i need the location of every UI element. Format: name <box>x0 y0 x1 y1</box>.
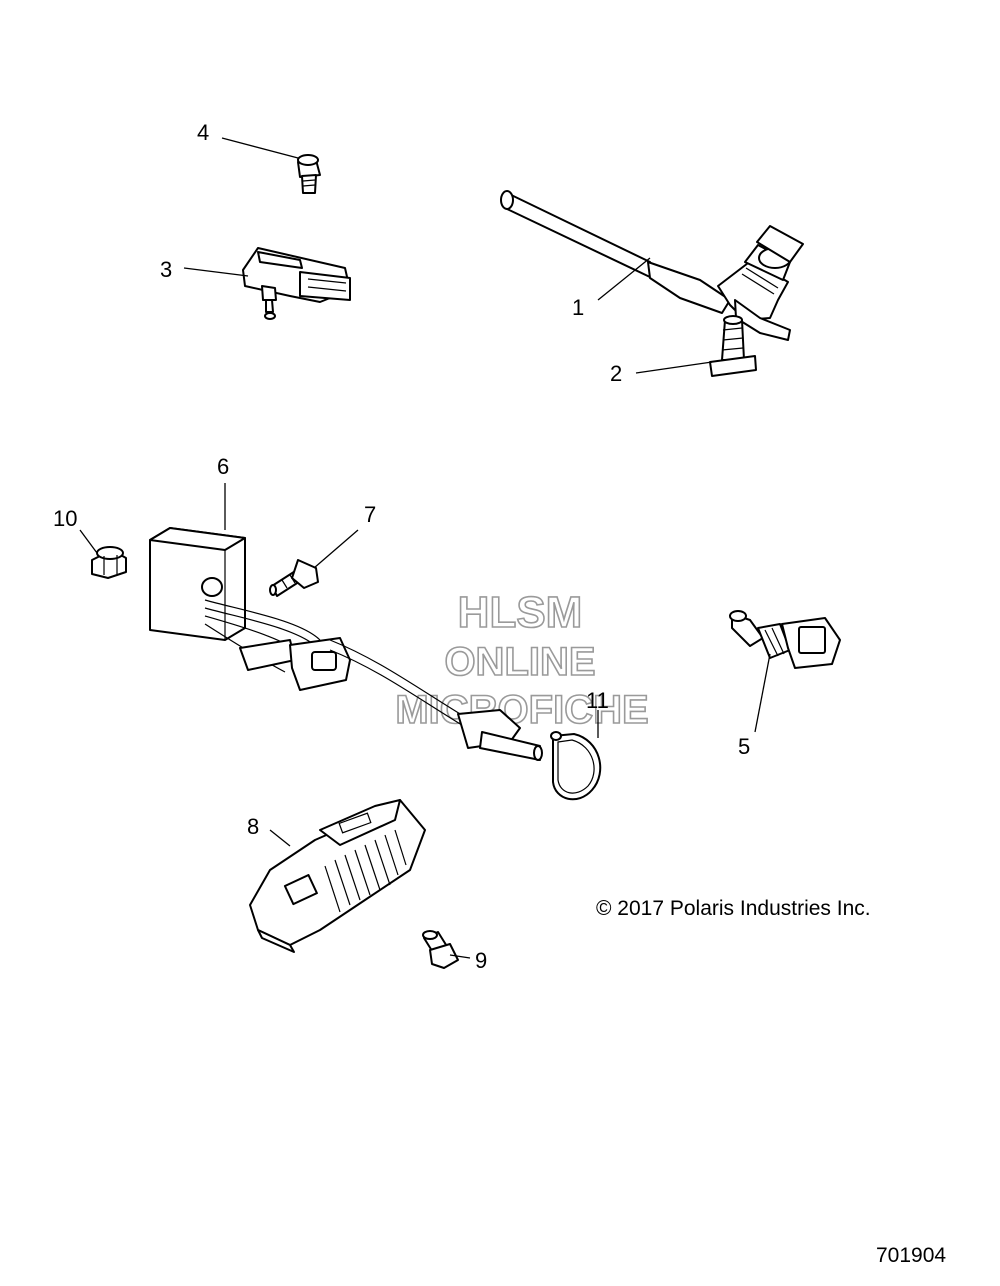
callout-2: 2 <box>610 361 622 386</box>
flange-bolt-icon <box>709 315 757 377</box>
callout-8: 8 <box>247 814 259 839</box>
callout-11: 11 <box>586 688 609 713</box>
callout-labels: 1 2 3 4 5 6 7 8 9 10 11 <box>53 120 750 973</box>
flange-bolt-icon <box>297 154 321 194</box>
flange-bolt-icon <box>422 930 459 969</box>
copyright-notice: © 2017 Polaris Industries Inc. <box>596 897 871 920</box>
callout-10: 10 <box>53 506 77 531</box>
diagram-number: 701904 <box>876 1244 946 1267</box>
watermark-line-3: MICROFICHE <box>395 688 648 732</box>
watermark-line-2: ONLINE <box>444 640 595 684</box>
temperature-sensor-icon <box>729 610 841 669</box>
callout-9: 9 <box>475 948 487 973</box>
callout-4: 4 <box>197 120 209 145</box>
flange-nut-icon <box>91 546 127 579</box>
map-sensor-icon <box>242 247 351 320</box>
leader-lines <box>79 137 771 959</box>
callout-3: 3 <box>160 257 172 282</box>
callout-5: 5 <box>738 734 750 759</box>
gasket-seal-icon <box>550 731 602 801</box>
control-module-icon <box>149 527 543 761</box>
flange-bolt-icon <box>269 559 319 597</box>
watermark-line-1: HLSM <box>458 588 583 637</box>
voltage-regulator-icon <box>249 799 426 953</box>
crankshaft-position-sensor-icon <box>500 190 804 341</box>
watermark: HLSM ONLINE MICROFICHE <box>395 587 650 733</box>
callout-6: 6 <box>217 454 229 479</box>
callout-1: 1 <box>572 295 584 320</box>
callout-7: 7 <box>364 502 376 527</box>
